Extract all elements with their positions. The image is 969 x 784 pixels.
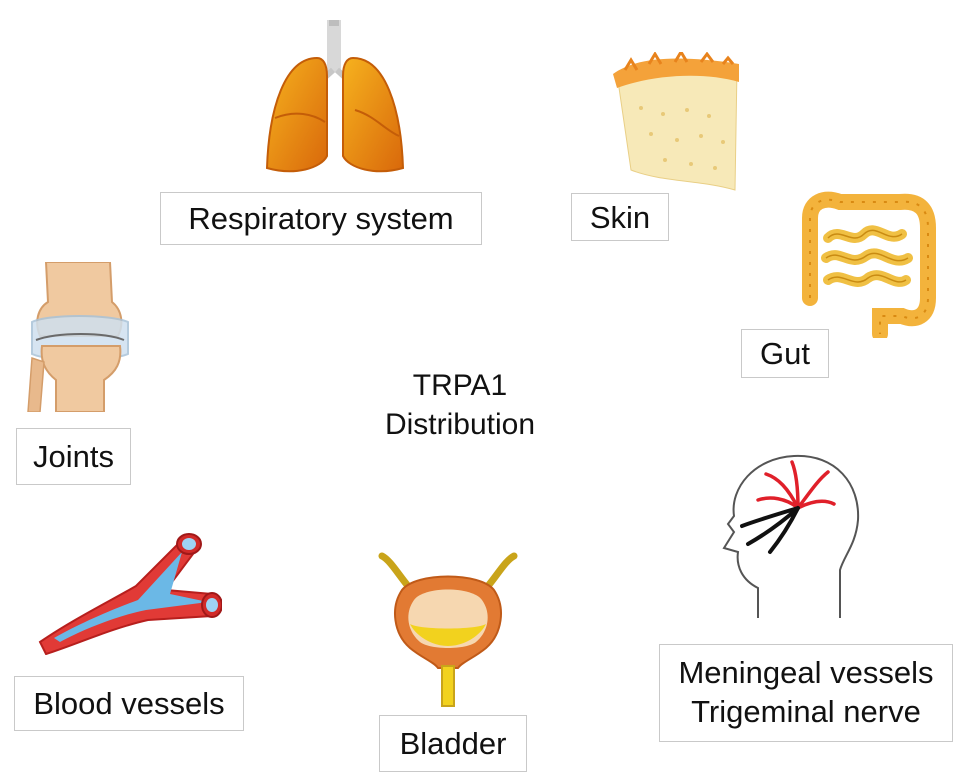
- blood-vessels-text: Blood vessels: [33, 686, 225, 721]
- lungs-icon: [265, 20, 405, 173]
- skin-label: Skin: [571, 193, 669, 241]
- skin-layer-icon: [613, 52, 739, 191]
- bladder-icon: [378, 552, 518, 707]
- intestine-icon: [802, 191, 936, 338]
- knee-joint-icon: [27, 262, 129, 412]
- head-nerve-icon: [722, 454, 860, 618]
- gut-label: Gut: [741, 329, 829, 378]
- center-title: TRPA1 Distribution: [360, 366, 560, 444]
- bladder-text: Bladder: [399, 726, 507, 761]
- respiratory-system-text: Respiratory system: [188, 201, 454, 236]
- respiratory-system-label: Respiratory system: [160, 192, 482, 245]
- joints-text: Joints: [33, 439, 114, 474]
- joints-label: Joints: [16, 428, 131, 485]
- gut-text: Gut: [760, 336, 810, 371]
- skin-text: Skin: [589, 199, 651, 235]
- bladder-label: Bladder: [379, 715, 527, 772]
- trigeminal-nerve-text: Trigeminal nerve: [691, 694, 921, 729]
- meningeal-trigeminal-label: Meningeal vessels Trigeminal nerve: [659, 644, 953, 742]
- blood-vessels-label: Blood vessels: [14, 676, 244, 731]
- blood-vessel-icon: [38, 533, 222, 655]
- center-title-line1: TRPA1: [412, 369, 508, 402]
- meningeal-vessels-text: Meningeal vessels: [678, 655, 934, 691]
- center-title-line2: Distribution: [384, 408, 536, 441]
